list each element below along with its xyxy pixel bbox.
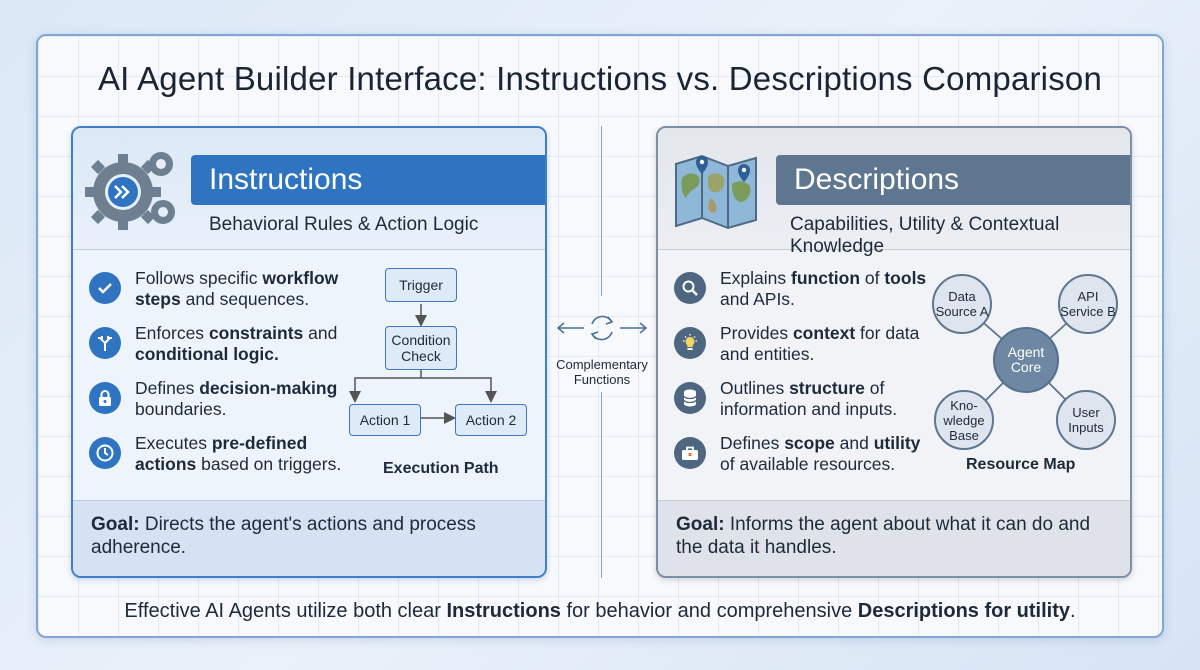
- search-icon: [674, 272, 706, 304]
- node-knowledge-base: Kno-wledge Base: [934, 390, 994, 450]
- list-item: Executes pre-defined actions based on tr…: [89, 433, 349, 488]
- divider-top: [601, 126, 602, 296]
- item-text: Enforces constraints and conditional log…: [135, 323, 338, 364]
- complementary-functions: Complementary Functions: [548, 308, 656, 387]
- flow-condition-check: Condition Check: [385, 326, 457, 370]
- item-text: Follows specific workflow steps and sequ…: [135, 268, 339, 309]
- flow-action-1: Action 1: [349, 404, 421, 436]
- instructions-heading: Instructions: [191, 155, 545, 205]
- item-text: Defines scope and utility of available r…: [720, 433, 921, 474]
- descriptions-goal: Goal: Informs the agent about what it ca…: [658, 500, 1130, 576]
- node-user-inputs: User Inputs: [1056, 390, 1116, 450]
- list-item: Outlines structure of information and in…: [674, 378, 934, 433]
- sync-arrows-icon: [556, 315, 648, 341]
- descriptions-header: Descriptions Capabilities, Utility & Con…: [658, 128, 1130, 257]
- complementary-label: Complementary Functions: [556, 357, 648, 387]
- diagram-frame: AI Agent Builder Interface: Instructions…: [36, 34, 1164, 638]
- branch-icon: [89, 327, 121, 359]
- node-data-source: Data Source A: [932, 274, 992, 334]
- divider-bottom: [601, 392, 602, 578]
- descriptions-heading: Descriptions: [776, 155, 1130, 205]
- footer-summary: Effective AI Agents utilize both clear I…: [124, 600, 1076, 622]
- list-item: Defines decision-making boundaries.: [89, 378, 349, 433]
- flow-trigger: Trigger: [385, 268, 457, 302]
- item-text: Defines decision-making boundaries.: [135, 378, 338, 419]
- item-text: Executes pre-defined actions based on tr…: [135, 433, 342, 474]
- toolbox-icon: [674, 437, 706, 469]
- instructions-panel: Instructions Behavioral Rules & Action L…: [71, 126, 547, 578]
- node-agent-core: Agent Core: [993, 327, 1059, 393]
- item-text: Outlines structure of information and in…: [720, 378, 898, 419]
- database-icon: [674, 382, 706, 414]
- lock-icon: [89, 382, 121, 414]
- node-api-service: API Service B: [1058, 274, 1118, 334]
- list-item: Defines scope and utility of available r…: [674, 433, 934, 488]
- lightbulb-icon: [674, 327, 706, 359]
- instructions-subheading: Behavioral Rules & Action Logic: [209, 214, 479, 235]
- list-item: Explains function of tools and APIs.: [674, 268, 934, 323]
- execution-flowchart: Trigger Condition Check Action 1 Action …: [345, 268, 545, 488]
- list-item: Follows specific workflow steps and sequ…: [89, 268, 349, 323]
- instructions-header: Instructions Behavioral Rules & Action L…: [73, 128, 545, 250]
- check-icon: [89, 272, 121, 304]
- descriptions-subheading: Capabilities, Utility & Contextual Knowl…: [790, 214, 1060, 257]
- instructions-goal: Goal: Directs the agent's actions and pr…: [73, 500, 545, 576]
- descriptions-panel: Descriptions Capabilities, Utility & Con…: [656, 126, 1132, 578]
- clock-icon: [89, 437, 121, 469]
- map-icon: [675, 154, 757, 230]
- gears-icon: [85, 152, 175, 230]
- flow-caption: Execution Path: [383, 460, 499, 477]
- item-text: Provides context for data and entities.: [720, 323, 920, 364]
- list-item: Enforces constraints and conditional log…: [89, 323, 349, 378]
- item-text: Explains function of tools and APIs.: [720, 268, 927, 309]
- resource-map: Data Source A API Service B Agent Core K…: [926, 260, 1126, 490]
- instructions-list: Follows specific workflow steps and sequ…: [89, 268, 349, 488]
- map-caption: Resource Map: [966, 456, 1076, 473]
- page-title: AI Agent Builder Interface: Instructions…: [97, 60, 1103, 97]
- list-item: Provides context for data and entities.: [674, 323, 934, 378]
- flow-action-2: Action 2: [455, 404, 527, 436]
- descriptions-list: Explains function of tools and APIs. Pro…: [674, 268, 934, 488]
